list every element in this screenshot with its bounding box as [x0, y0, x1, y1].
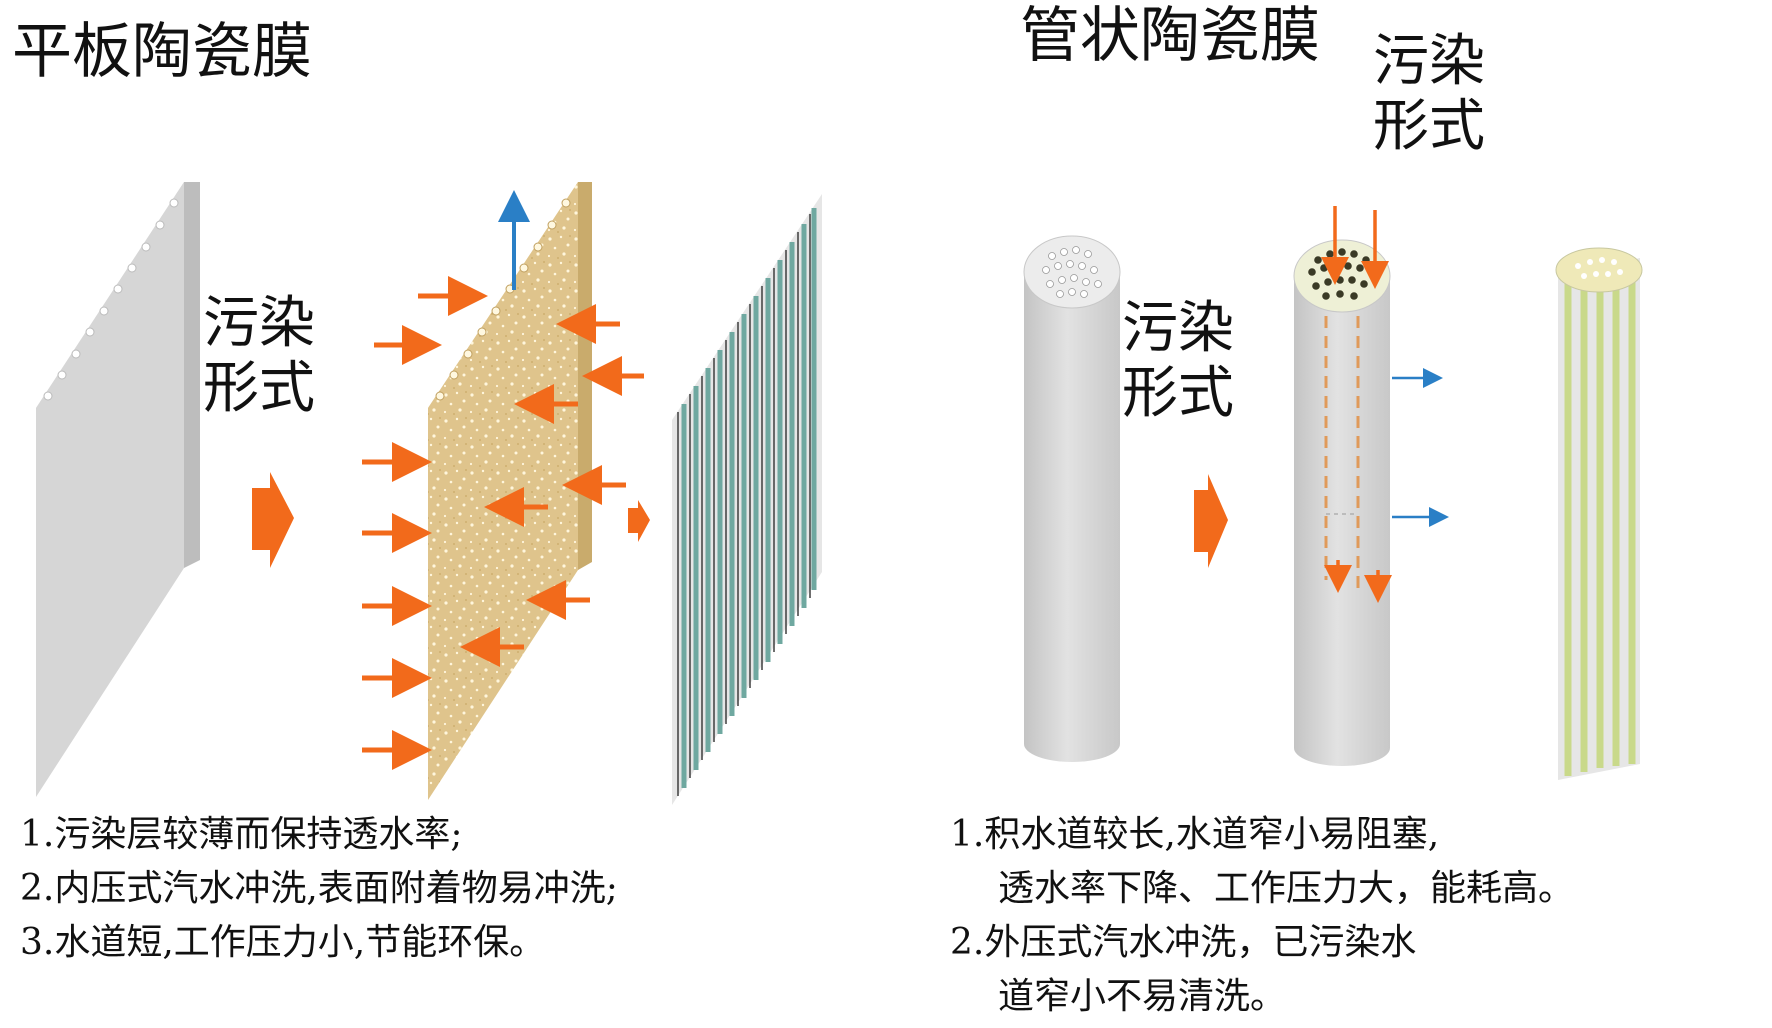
tubular-membrane-title: 管状陶瓷膜	[1020, 1, 1320, 71]
tubular-big-arrow	[1194, 474, 1228, 568]
flat-note-1: 1.污染层较薄而保持透水率;	[20, 814, 463, 855]
flat-pollution-label-line2: 形式	[203, 355, 315, 421]
tubular-pollution-label-side-line1: 污染	[1122, 296, 1234, 361]
tubular-pollution-label-top-line2: 形式	[1373, 93, 1485, 159]
flat-pollution-label: 污染 形式	[203, 291, 315, 422]
tubular-pollution-label-side: 污染 形式	[1122, 296, 1234, 427]
tubular-membrane-cutaway	[1555, 247, 1643, 780]
flat-big-arrow	[252, 472, 294, 568]
flat-small-arrow	[628, 500, 650, 542]
flat-membrane-clean	[36, 182, 200, 797]
tubular-note-1: 1.积水道较长,水道窄小易阻塞,	[950, 814, 1440, 855]
flat-pollution-label-line1: 污染	[203, 291, 315, 356]
tubular-membrane-notes: 1.积水道较长,水道窄小易阻塞, 透水率下降、工作压力大，能耗高。 2.外压式汽…	[950, 808, 1574, 1024]
flat-membrane-title: 平板陶瓷膜	[12, 17, 312, 87]
flat-membrane-cutaway	[672, 194, 822, 805]
flat-inflow-arrows-left	[362, 276, 488, 770]
flat-note-3: 3.水道短,工作压力小,节能环保。	[20, 922, 546, 963]
tubular-membrane-fouled	[1293, 239, 1391, 766]
tubular-inflow-arrows	[1321, 206, 1392, 603]
tubular-permeate-arrows	[1392, 368, 1449, 527]
flat-membrane-fouled	[428, 182, 592, 800]
tubular-pollution-label-top-line1: 污染	[1373, 29, 1485, 94]
tubular-note-4: 道窄小不易清洗。	[998, 976, 1287, 1017]
flat-membrane-notes: 1.污染层较薄而保持透水率; 2.内压式汽水冲洗,表面附着物易冲洗; 3.水道短…	[20, 808, 618, 970]
tubular-pollution-label-top: 污染 形式	[1373, 29, 1485, 160]
tubular-membrane-clean	[1023, 235, 1121, 762]
flat-note-2: 2.内压式汽水冲洗,表面附着物易冲洗;	[20, 868, 618, 909]
tubular-note-3: 2.外压式汽水冲洗，已污染水	[950, 922, 1417, 963]
tubular-note-2: 透水率下降、工作压力大，能耗高。	[998, 868, 1575, 909]
tubular-pollution-label-side-line2: 形式	[1122, 360, 1234, 426]
flat-inflow-arrows-right	[460, 304, 644, 667]
